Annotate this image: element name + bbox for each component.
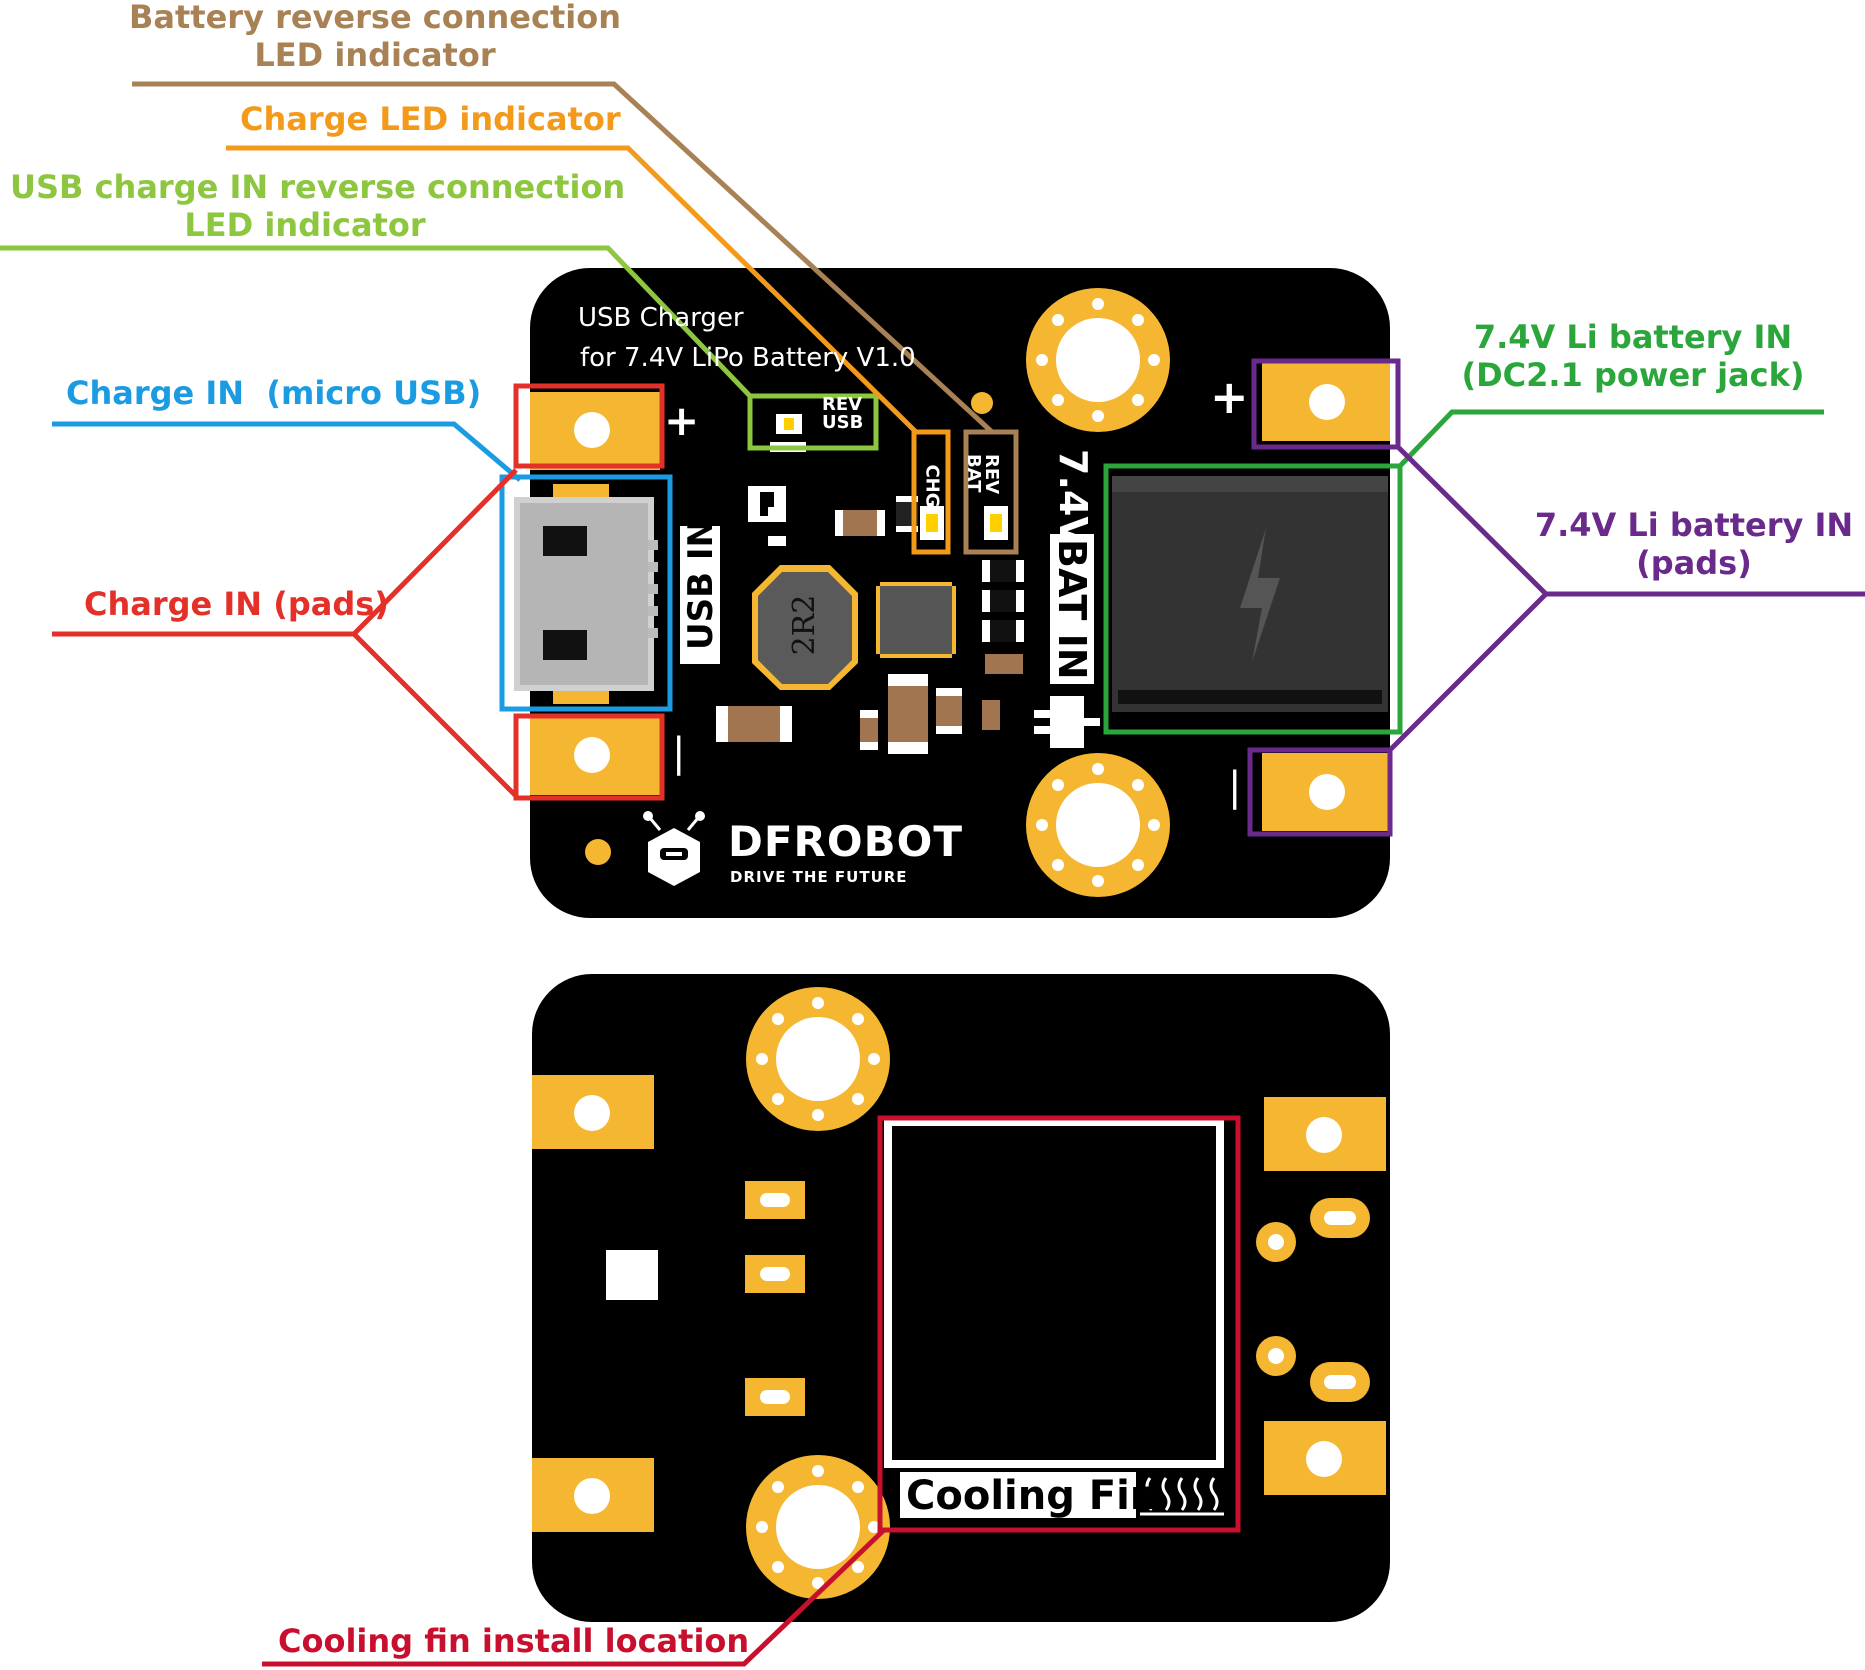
usb-reverse-callout-line-2: LED indicator: [184, 206, 426, 244]
bat-in-label-top: 7.4V: [1051, 449, 1095, 546]
usb-in-label: USB IN: [681, 519, 721, 650]
rev-usb-label-line-1: REV: [822, 394, 863, 415]
rev-usb-label-line-2: USB: [822, 412, 864, 433]
charge-in-plus-highlight: [513, 383, 665, 469]
charge-in-pads-callout: Charge IN (pads): [84, 585, 389, 623]
mounting-hole: [1026, 753, 1170, 897]
battery-pads-callout: 7.4V Li battery IN (pads): [1526, 506, 1862, 582]
cooling-fin-leader: [262, 1528, 886, 1667]
battery-pads-callout-line-1: 7.4V Li battery IN: [1534, 506, 1854, 544]
battery-plus-sign: +: [1210, 370, 1249, 424]
bat-in-label-bottom: BAT IN: [1050, 539, 1094, 680]
board-front: [514, 268, 1390, 918]
charge-in-pads-leader-2: [352, 632, 518, 798]
dfrobot-logo: [643, 811, 705, 886]
rev-bat-label-line-2: BAT: [963, 453, 985, 493]
rev-bat-label: REV BAT: [963, 453, 1003, 495]
battery-pads-callout-line-2: (pads): [1636, 544, 1752, 582]
battery-pad-minus-highlight: [1247, 747, 1393, 837]
ic-chip: [876, 582, 956, 658]
battery-reverse-callout-line-2: LED indicator: [254, 36, 496, 74]
charge-in-usb-leader: [52, 421, 522, 482]
battery-jack-leader: [1398, 409, 1824, 468]
charge-led-leader: [226, 145, 918, 434]
usb-reverse-leader: [0, 245, 752, 398]
brand-tagline: DRIVE THE FUTURE: [730, 868, 908, 886]
battery-jack-callout-line-1: 7.4V Li battery IN: [1473, 318, 1793, 356]
dc-jack-highlight: [1103, 463, 1403, 735]
inductor-marking: 2R2: [787, 594, 822, 656]
brand-name: DFROBOT: [728, 817, 963, 866]
battery-reverse-leader: [132, 81, 994, 434]
mounting-hole: [746, 1455, 890, 1599]
mounting-hole: [1026, 288, 1170, 432]
rev-bat-label-line-1: REV: [981, 453, 1003, 495]
battery-minus-sign: |: [1228, 764, 1242, 810]
board-title-line-2: for 7.4V LiPo Battery V1.0: [580, 343, 916, 373]
battery-jack-callout: 7.4V Li battery IN (DC2.1 power jack): [1458, 318, 1808, 394]
charge-in-usb-callout: Charge IN (micro USB): [66, 374, 482, 412]
battery-pad-plus-highlight: [1251, 358, 1401, 450]
cooling-fin-highlight: [877, 1115, 1241, 1533]
smd-components: [716, 414, 1100, 754]
micro-usb-connector: [514, 484, 658, 704]
battery-pads-leader-2: [1388, 592, 1548, 752]
charge-in-minus-highlight: [513, 713, 665, 801]
lightning-icon: [1240, 528, 1280, 662]
chg-label: CHG: [921, 464, 943, 508]
chg-led-highlight: [911, 429, 951, 555]
rev-usb-led-highlight: [747, 393, 879, 451]
battery-reverse-callout: Battery reverse connection LED indicator: [120, 0, 630, 74]
rev-usb-label: REV USB: [822, 396, 863, 432]
cooling-fin-label: Cooling Fin: [906, 1473, 1159, 1519]
battery-pad-minus: [1262, 753, 1390, 831]
usb-reverse-callout: USB charge IN reverse connection LED ind…: [10, 168, 626, 244]
charge-in-pad-minus: [530, 717, 660, 795]
dc-power-jack: [1112, 476, 1388, 712]
battery-pad-plus: [1262, 363, 1390, 441]
plus-sign: +: [664, 396, 700, 445]
board-back: [532, 974, 1390, 1622]
minus-sign: |: [672, 730, 686, 776]
charge-led-callout: Charge LED indicator: [240, 100, 621, 138]
charge-in-pad-plus: [530, 392, 660, 470]
inductor: [752, 565, 858, 690]
battery-reverse-callout-line-1: Battery reverse connection: [129, 0, 621, 36]
micro-usb-highlight: [499, 474, 673, 712]
board-title-line-1: USB Charger: [578, 303, 744, 333]
usb-reverse-callout-line-1: USB charge IN reverse connection: [10, 168, 626, 206]
heat-icon: [1140, 1477, 1224, 1516]
board-title: USB Charger for 7.4V LiPo Battery V1.0: [578, 298, 916, 378]
battery-jack-callout-line-2: (DC2.1 power jack): [1461, 356, 1805, 394]
mounting-hole: [746, 987, 890, 1131]
cooling-fin-callout: Cooling fin install location: [278, 1622, 750, 1660]
